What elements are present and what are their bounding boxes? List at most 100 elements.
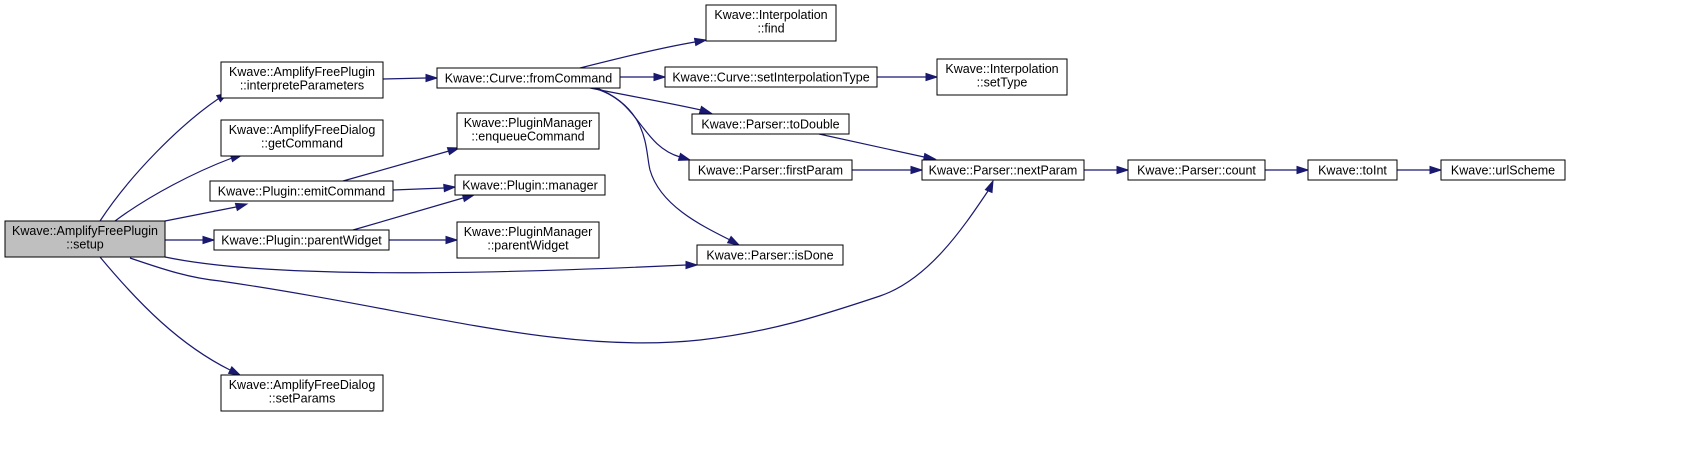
node-box	[209, 180, 394, 202]
call-edge-setup-to-pluginParentWidget	[165, 235, 216, 245]
call-edge-emitCommand-to-manager	[392, 183, 457, 193]
call-edge-setup-to-nextParam	[129, 179, 994, 344]
call-edge-pluginParentWidget-to-pmParentWidget	[389, 235, 459, 245]
node-box	[213, 229, 390, 251]
node-label: Kwave::Parser::isDone	[706, 249, 833, 263]
node-interpSetType[interactable]: Kwave::Interpolation::setType	[936, 58, 1068, 96]
node-box	[696, 244, 844, 266]
arrowhead	[925, 72, 939, 82]
arrowhead	[698, 105, 713, 114]
node-label: Kwave::Parser::firstParam	[698, 164, 843, 178]
arrowhead	[653, 72, 667, 82]
node-label: Kwave::Plugin::manager	[462, 179, 598, 193]
node-nextParam[interactable]: Kwave::Parser::nextParam	[921, 159, 1085, 181]
call-edge-setup-to-isDone	[164, 256, 699, 274]
arrowhead	[910, 165, 924, 175]
node-label: Kwave::Plugin::emitCommand	[218, 185, 385, 199]
node-box	[664, 66, 878, 88]
node-label: Kwave::AmplifyFreeDialog	[229, 123, 376, 137]
edge-line	[596, 87, 731, 241]
edge-line	[592, 87, 681, 158]
arrowhead	[677, 152, 692, 161]
edge-line	[579, 41, 696, 69]
node-toInt[interactable]: Kwave::toInt	[1307, 159, 1398, 181]
node-label: Kwave::Interpolation	[945, 62, 1058, 76]
edge-line	[99, 98, 219, 222]
node-label: ::getCommand	[261, 137, 343, 151]
node-label: Kwave::Interpolation	[714, 8, 827, 22]
node-fromCommand[interactable]: Kwave::Curve::fromCommand	[436, 67, 621, 89]
node-label: Kwave::Parser::count	[1137, 164, 1256, 178]
arrowhead	[726, 235, 741, 246]
node-label: Kwave::Parser::nextParam	[929, 164, 1078, 178]
call-edge-count-to-toInt	[1265, 165, 1310, 175]
node-box	[688, 159, 853, 181]
arrowhead	[443, 183, 457, 193]
node-label: Kwave::toInt	[1318, 164, 1387, 178]
arrowhead	[425, 73, 439, 83]
edge-line	[164, 256, 687, 274]
arrowhead	[234, 202, 249, 212]
node-firstParam[interactable]: Kwave::Parser::firstParam	[688, 159, 853, 181]
call-edge-firstParam-to-nextParam	[852, 165, 924, 175]
edge-line	[114, 157, 233, 222]
node-label: Kwave::Curve::fromCommand	[445, 72, 612, 86]
node-toDouble[interactable]: Kwave::Parser::toDouble	[691, 113, 850, 135]
arrowhead	[1116, 165, 1130, 175]
node-label: ::setType	[977, 76, 1028, 90]
node-box	[691, 113, 850, 135]
node-box	[921, 159, 1085, 181]
node-emitCommand[interactable]: Kwave::Plugin::emitCommand	[209, 180, 394, 202]
node-box	[705, 4, 837, 42]
call-edge-interpreteParameters-to-fromCommand	[382, 73, 439, 83]
node-label: ::interpreteParameters	[240, 79, 364, 93]
call-edge-toInt-to-urlScheme	[1397, 165, 1443, 175]
node-label: Kwave::Parser::toDouble	[701, 118, 839, 132]
node-box	[1307, 159, 1398, 181]
node-manager[interactable]: Kwave::Plugin::manager	[454, 174, 606, 196]
node-interpreteParameters[interactable]: Kwave::AmplifyFreePlugin::interpretePara…	[220, 61, 384, 99]
call-edge-setup-to-interpreteParameters	[99, 92, 230, 222]
node-interpFind[interactable]: Kwave::Interpolation::find	[705, 4, 837, 42]
node-setParams[interactable]: Kwave::AmplifyFreeDialog::setParams	[220, 374, 384, 412]
node-label: Kwave::AmplifyFreePlugin	[229, 65, 375, 79]
node-enqueueCommand[interactable]: Kwave::PluginManager::enqueueCommand	[456, 112, 600, 150]
node-box	[936, 58, 1068, 96]
edge-line	[129, 187, 991, 344]
node-label: Kwave::AmplifyFreeDialog	[229, 378, 376, 392]
arrowhead	[685, 260, 699, 270]
edge-line	[589, 87, 702, 111]
call-nodes: Kwave::AmplifyFreePlugin::setupKwave::Am…	[4, 4, 1566, 412]
arrowhead	[1429, 165, 1443, 175]
node-box	[1440, 159, 1566, 181]
call-edge-fromCommand-to-setInterpolationType	[620, 72, 667, 82]
arrowhead	[445, 235, 459, 245]
call-edge-fromCommand-to-interpFind	[579, 37, 708, 69]
node-box	[456, 221, 600, 259]
node-pmParentWidget[interactable]: Kwave::PluginManager::parentWidget	[456, 221, 600, 259]
node-setInterpolationType[interactable]: Kwave::Curve::setInterpolationType	[664, 66, 878, 88]
node-label: ::setup	[66, 238, 104, 252]
edge-line	[99, 256, 231, 371]
node-box	[454, 174, 606, 196]
node-urlScheme[interactable]: Kwave::urlScheme	[1440, 159, 1566, 181]
call-edge-emitCommand-to-enqueueCommand	[342, 147, 461, 182]
call-edge-fromCommand-to-firstParam	[592, 87, 692, 161]
node-isDone[interactable]: Kwave::Parser::isDone	[696, 244, 844, 266]
node-label: ::setParams	[269, 392, 336, 406]
node-pluginParentWidget[interactable]: Kwave::Plugin::parentWidget	[213, 229, 390, 251]
node-box	[456, 112, 600, 150]
edge-line	[164, 206, 237, 222]
arrowhead	[202, 235, 216, 245]
node-box	[220, 374, 384, 412]
call-edge-nextParam-to-count	[1084, 165, 1130, 175]
arrowhead	[984, 179, 994, 194]
node-setup: Kwave::AmplifyFreePlugin::setup	[4, 220, 166, 258]
node-count[interactable]: Kwave::Parser::count	[1127, 159, 1266, 181]
arrowhead	[446, 147, 461, 156]
node-getCommand[interactable]: Kwave::AmplifyFreeDialog::getCommand	[220, 119, 384, 157]
call-edge-fromCommand-to-toDouble	[589, 87, 713, 114]
node-box	[220, 61, 384, 99]
edge-line	[382, 77, 427, 80]
